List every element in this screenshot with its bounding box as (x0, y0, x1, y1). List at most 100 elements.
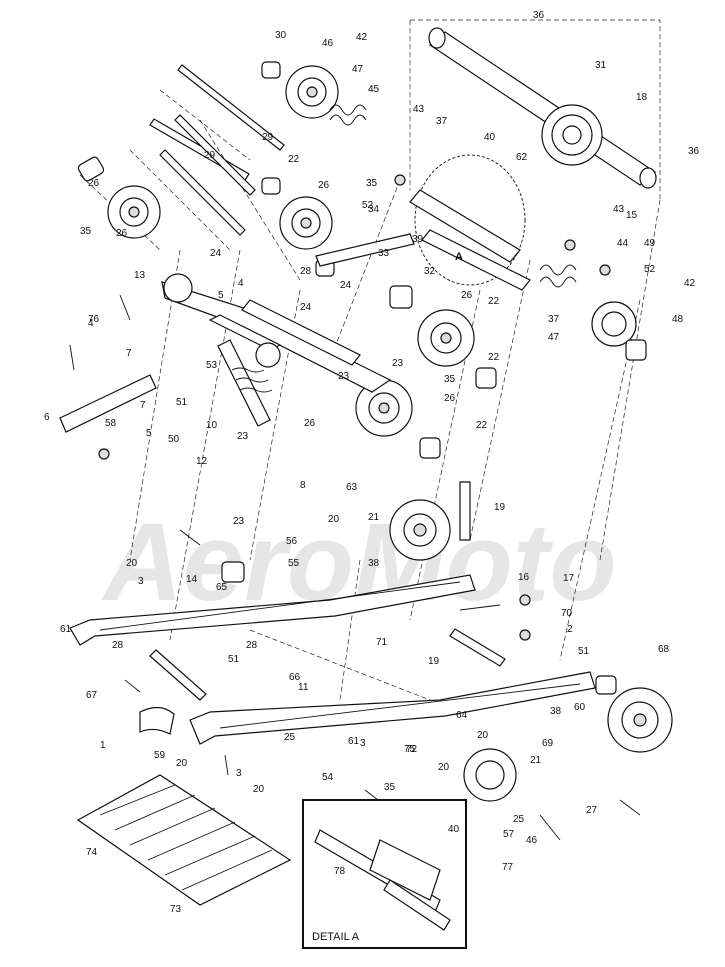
callout-37: 37 (548, 314, 560, 325)
callout-63: 63 (346, 482, 358, 493)
callout-51: 51 (176, 397, 188, 408)
callout-20: 20 (176, 758, 188, 769)
callout-26: 26 (304, 418, 316, 429)
detail-a-title: DETAIL A (312, 931, 360, 943)
callout-1: 1 (100, 740, 106, 751)
callout-77: 77 (502, 862, 514, 873)
callout-75: 75 (404, 744, 416, 755)
callout-31: 31 (595, 60, 607, 71)
callout-23: 23 (338, 371, 350, 382)
spacers (77, 61, 647, 695)
callout-2: 2 (567, 624, 573, 635)
callout-47: 47 (352, 64, 364, 75)
rods (149, 233, 506, 701)
callout-13: 13 (134, 270, 146, 281)
callout-23: 23 (237, 431, 249, 442)
callout-69: 69 (542, 738, 554, 749)
callout-7: 7 (140, 400, 146, 411)
callout-10: 10 (206, 420, 218, 431)
callout-20: 20 (438, 762, 450, 773)
callout-19: 19 (428, 656, 440, 667)
callout-67: 67 (86, 690, 98, 701)
callout-40: 40 (484, 132, 496, 143)
callout-3: 3 (236, 768, 242, 779)
left-slide-rail (69, 574, 476, 646)
callout-25: 25 (513, 814, 525, 825)
callout-54: 54 (322, 772, 334, 783)
callout-26: 26 (444, 393, 456, 404)
callout-35: 35 (366, 178, 378, 189)
detail-a-box: DETAIL A (302, 799, 467, 949)
callout-33: 33 (378, 248, 390, 259)
callout-73: 73 (170, 904, 182, 915)
callout-40: 40 (448, 824, 460, 835)
callout-46: 46 (322, 38, 334, 49)
hardware (69, 174, 641, 841)
callout-61: 61 (348, 736, 360, 747)
callout-35: 35 (80, 226, 92, 237)
callout-52: 52 (362, 200, 374, 211)
callout-22: 22 (488, 296, 500, 307)
callout-76: 76 (88, 314, 100, 325)
upper-shafts (149, 64, 285, 236)
callout-59: 59 (154, 750, 166, 761)
callout-22: 22 (476, 420, 488, 431)
callout-28: 28 (112, 640, 124, 651)
callout-21: 21 (368, 512, 380, 523)
callout-60: 60 (574, 702, 586, 713)
callout-16: 16 (518, 572, 530, 583)
callout-62: 62 (516, 152, 528, 163)
callout-24: 24 (210, 248, 222, 259)
callout-28: 28 (300, 266, 312, 277)
suspension-arms (59, 273, 392, 433)
callout-8: 8 (300, 480, 306, 491)
callout-66: 66 (289, 672, 301, 683)
callout-65: 65 (216, 582, 228, 593)
callout-56: 56 (286, 536, 298, 547)
callout-71: 71 (376, 637, 388, 648)
callout-50: 50 (168, 434, 180, 445)
callout-45: 45 (368, 84, 380, 95)
callout-23: 23 (392, 358, 404, 369)
callout-36: 36 (533, 10, 545, 21)
callout-7: 7 (126, 348, 132, 359)
bumper (139, 706, 175, 735)
callout-3: 3 (360, 738, 366, 749)
callout-58: 58 (105, 418, 117, 429)
callout-72: 72 (406, 744, 418, 755)
callout-26: 26 (88, 178, 100, 189)
callout-17: 17 (563, 573, 575, 584)
right-slide-rail (189, 671, 596, 745)
callout-26: 26 (318, 180, 330, 191)
callout-39: 39 (412, 234, 424, 245)
callout-38: 38 (550, 706, 562, 717)
callout-70: 70 (561, 608, 573, 619)
callout-47: 47 (548, 332, 560, 343)
callout-42: 42 (684, 278, 696, 289)
callout-20: 20 (477, 730, 489, 741)
callout-57: 57 (503, 829, 515, 840)
callout-37: 37 (436, 116, 448, 127)
springs (329, 104, 577, 288)
callout-20: 20 (253, 784, 265, 795)
callout-51: 51 (578, 646, 590, 657)
callout-34: 34 (368, 204, 380, 215)
rear-axle-shaft (428, 27, 657, 189)
callout-74: 74 (86, 847, 98, 858)
callout-53: 53 (206, 360, 218, 371)
callout-23: 23 (233, 516, 245, 527)
callout-43: 43 (613, 204, 625, 215)
callout-14: 14 (186, 574, 198, 585)
callout-49: 49 (644, 238, 656, 249)
callout-38: 38 (368, 558, 380, 569)
idler-wheels (107, 65, 673, 802)
callout-21: 21 (530, 755, 542, 766)
callout-64: 64 (456, 710, 468, 721)
callout-18: 18 (636, 92, 648, 103)
callout-35: 35 (384, 782, 396, 793)
callout-20: 20 (126, 558, 138, 569)
callout-52: 52 (644, 264, 656, 275)
callout-46: 46 (526, 835, 538, 846)
